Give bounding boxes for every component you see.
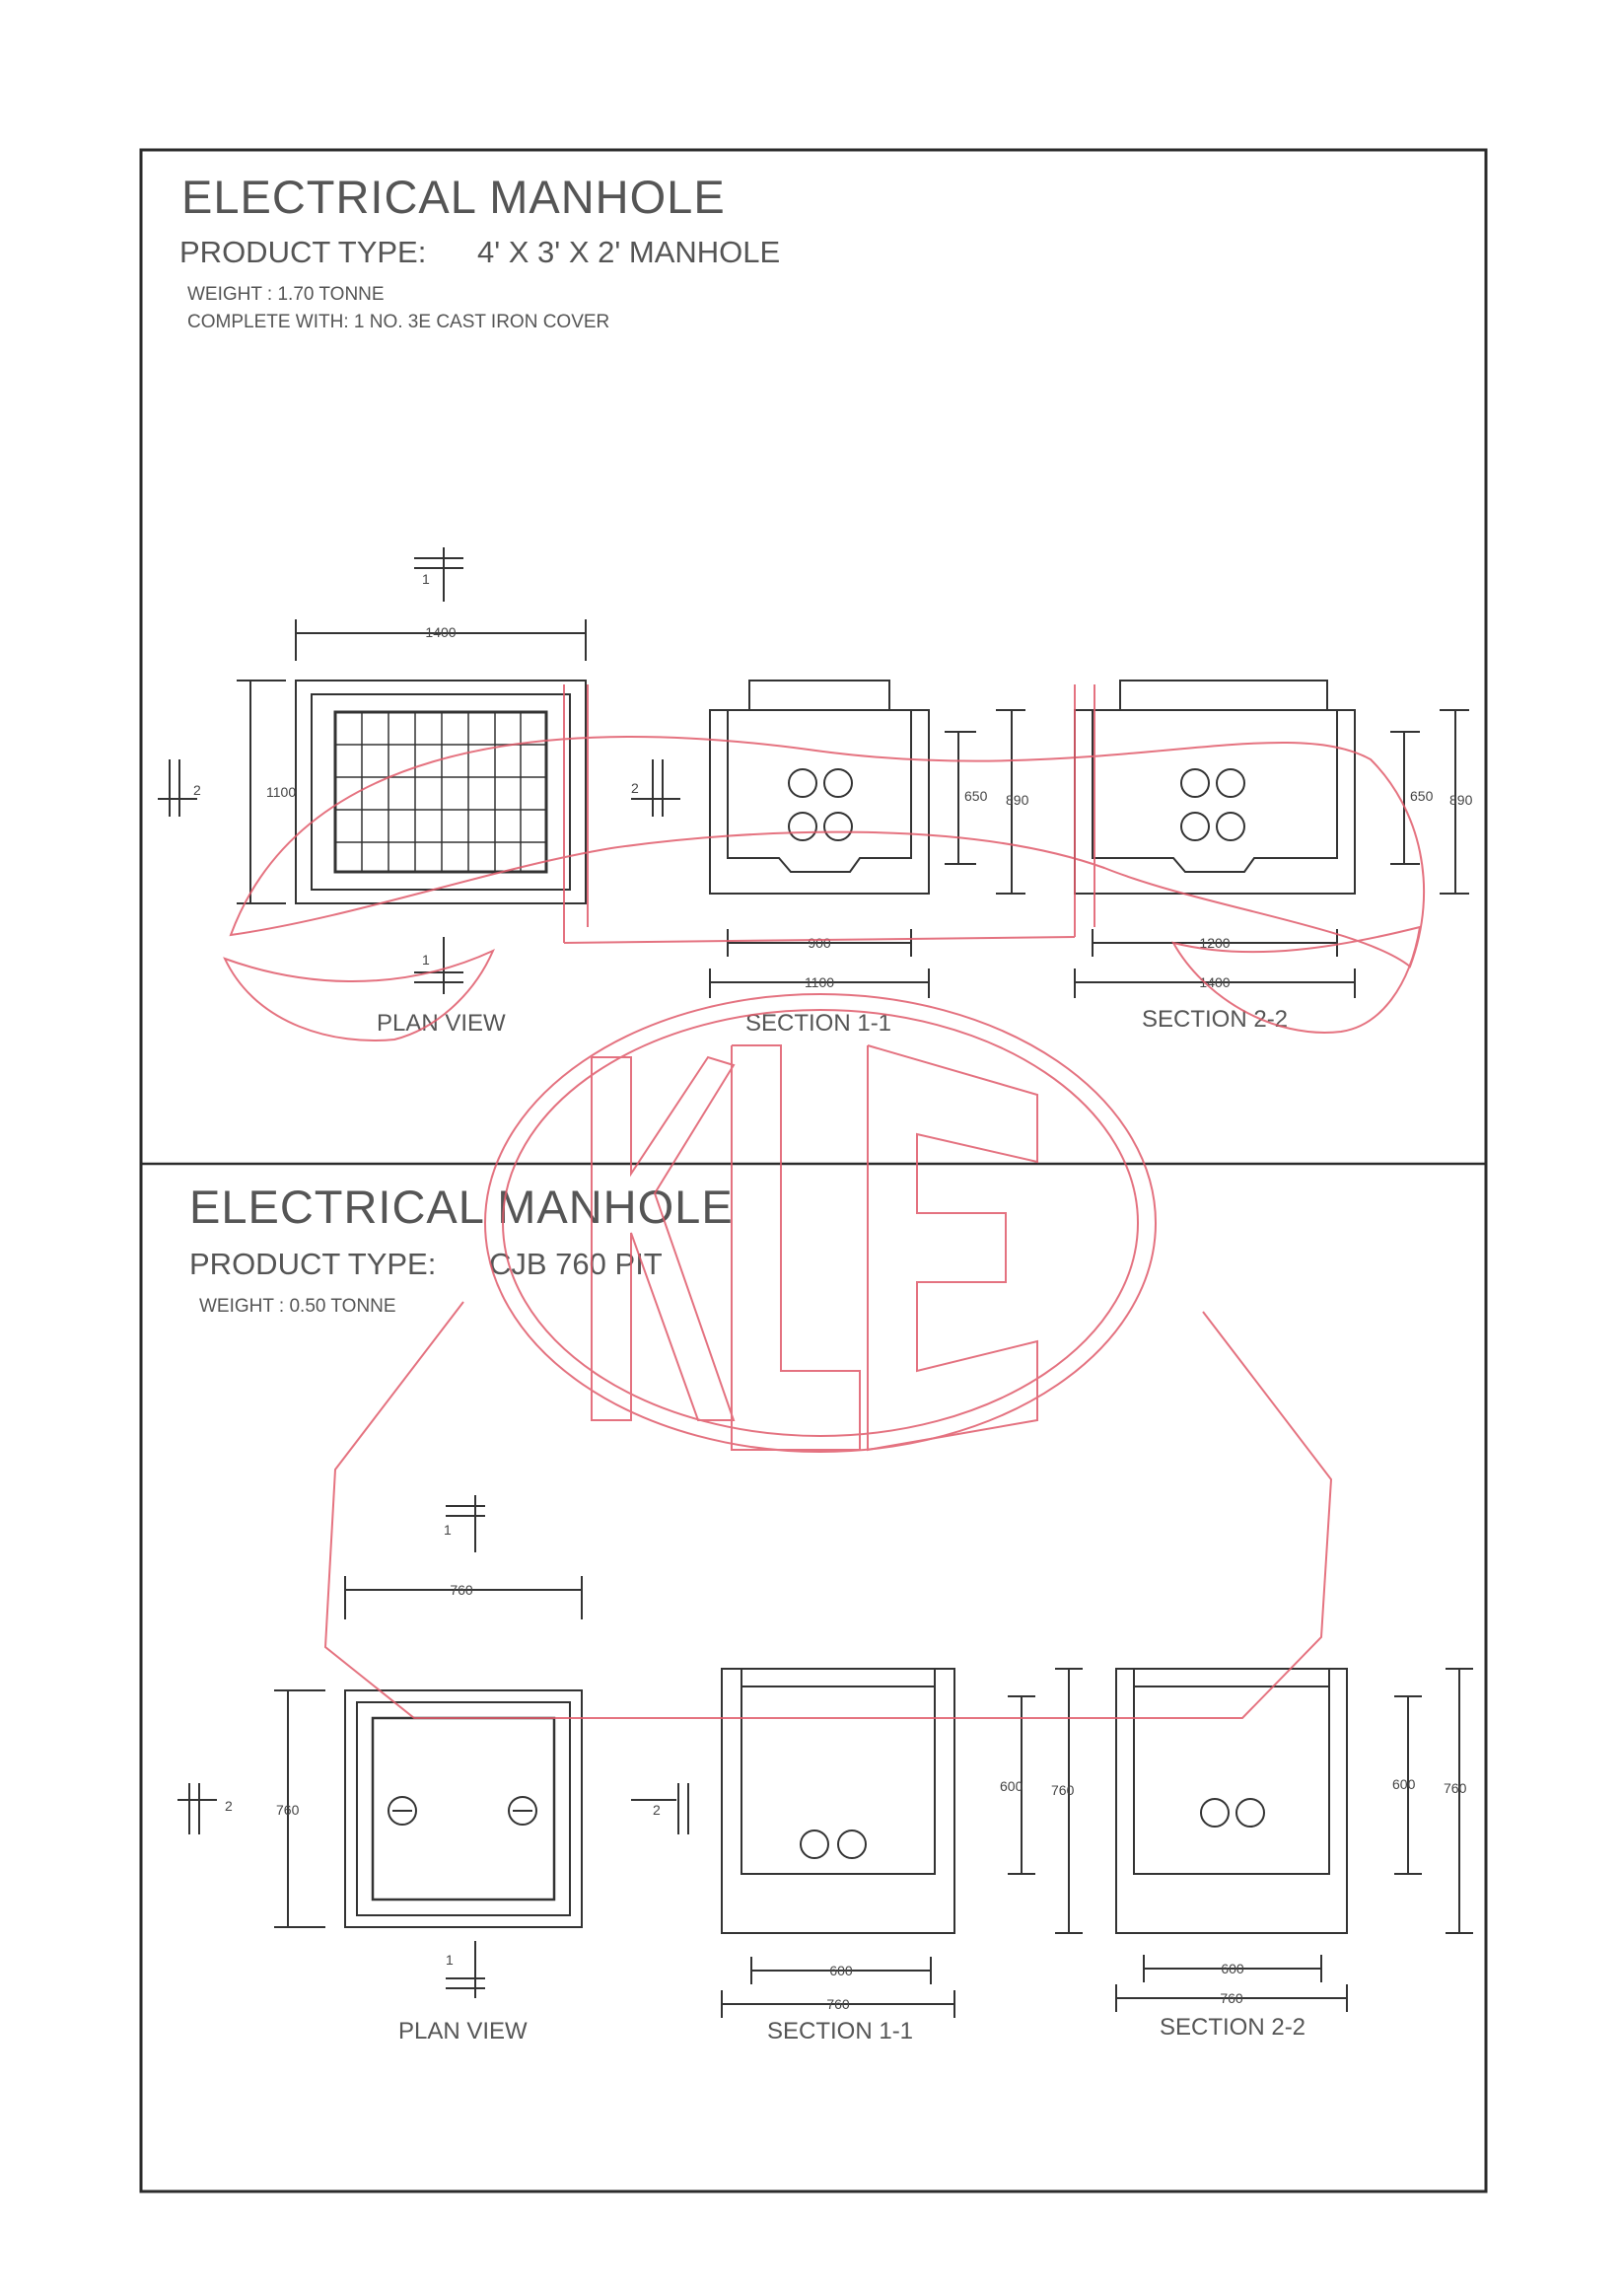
bottom-product-type-label: PRODUCT TYPE: (189, 1247, 437, 1281)
bottom-s1-dim-outer: 760 (1051, 1782, 1075, 1798)
top-section-2 (1074, 680, 1469, 998)
top-s2-dim-w-inner: 1200 (1199, 935, 1230, 951)
top-s2-dim-inner: 650 (1410, 788, 1434, 804)
top-s2-dim-w-outer: 1400 (1199, 974, 1230, 990)
top-section2-caption: SECTION 2-2 (1142, 1006, 1289, 1033)
bottom-section2-caption: SECTION 2-2 (1160, 2014, 1306, 2041)
bottom-plan-marker-2a: 2 (225, 1798, 233, 1814)
bottom-plan-marker-2b: 2 (653, 1802, 661, 1818)
top-s1-dim-inner: 650 (964, 788, 988, 804)
top-drawings: 1400 1100 1 1 2 2 650 890 900 1100 650 8… (158, 547, 1473, 998)
top-plan-dim-width: 1400 (425, 624, 456, 640)
top-section1-caption: SECTION 1-1 (745, 1010, 892, 1037)
top-product-type-label: PRODUCT TYPE: (179, 235, 427, 269)
top-s1-dim-w-inner: 900 (808, 935, 831, 951)
bottom-section-1 (721, 1668, 1083, 2018)
bottom-plan-caption: PLAN VIEW (398, 2018, 528, 2045)
top-plan-marker-1b: 1 (422, 952, 430, 968)
top-s1-dim-outer: 890 (1006, 792, 1029, 808)
top-plan-view (158, 547, 680, 994)
top-section-1 (709, 680, 1025, 998)
bottom-s1-dim-inner: 600 (1000, 1778, 1023, 1794)
bottom-s2-dim-w-inner: 600 (1221, 1961, 1244, 1976)
top-plan-caption: PLAN VIEW (377, 1010, 506, 1037)
top-s2-dim-outer: 890 (1449, 792, 1473, 808)
bottom-drawings: 760 760 1 1 2 2 600 760 600 760 600 760 … (177, 1495, 1473, 2018)
top-plan-dim-height: 1100 (266, 784, 296, 800)
top-title: ELECTRICAL MANHOLE (181, 171, 726, 223)
bottom-s1-dim-w-outer: 760 (826, 1996, 850, 2012)
top-product-type-value: 4' X 3' X 2' MANHOLE (477, 235, 781, 269)
bottom-plan-dim-height: 760 (276, 1802, 300, 1818)
bottom-section-2 (1115, 1668, 1473, 2012)
bottom-s1-dim-w-inner: 600 (829, 1963, 853, 1978)
top-weight: WEIGHT : 1.70 TONNE (187, 284, 385, 305)
top-plan-marker-1a: 1 (422, 571, 430, 587)
bottom-s2-dim-inner: 600 (1392, 1776, 1416, 1792)
bottom-section1-caption: SECTION 1-1 (767, 2018, 914, 2045)
bottom-s2-dim-w-outer: 760 (1220, 1990, 1243, 2006)
top-complete-with: COMPLETE WITH: 1 NO. 3E CAST IRON COVER (187, 312, 610, 332)
bottom-plan-dim-width: 760 (450, 1582, 473, 1598)
bottom-s2-dim-outer: 760 (1444, 1780, 1467, 1796)
top-s1-dim-w-outer: 1100 (805, 974, 834, 990)
bottom-plan-marker-1b: 1 (446, 1952, 454, 1968)
top-plan-marker-2a: 2 (193, 782, 201, 798)
bottom-plan-view (177, 1495, 689, 1998)
top-plan-marker-2b: 2 (631, 780, 639, 796)
bottom-plan-marker-1a: 1 (444, 1522, 452, 1538)
